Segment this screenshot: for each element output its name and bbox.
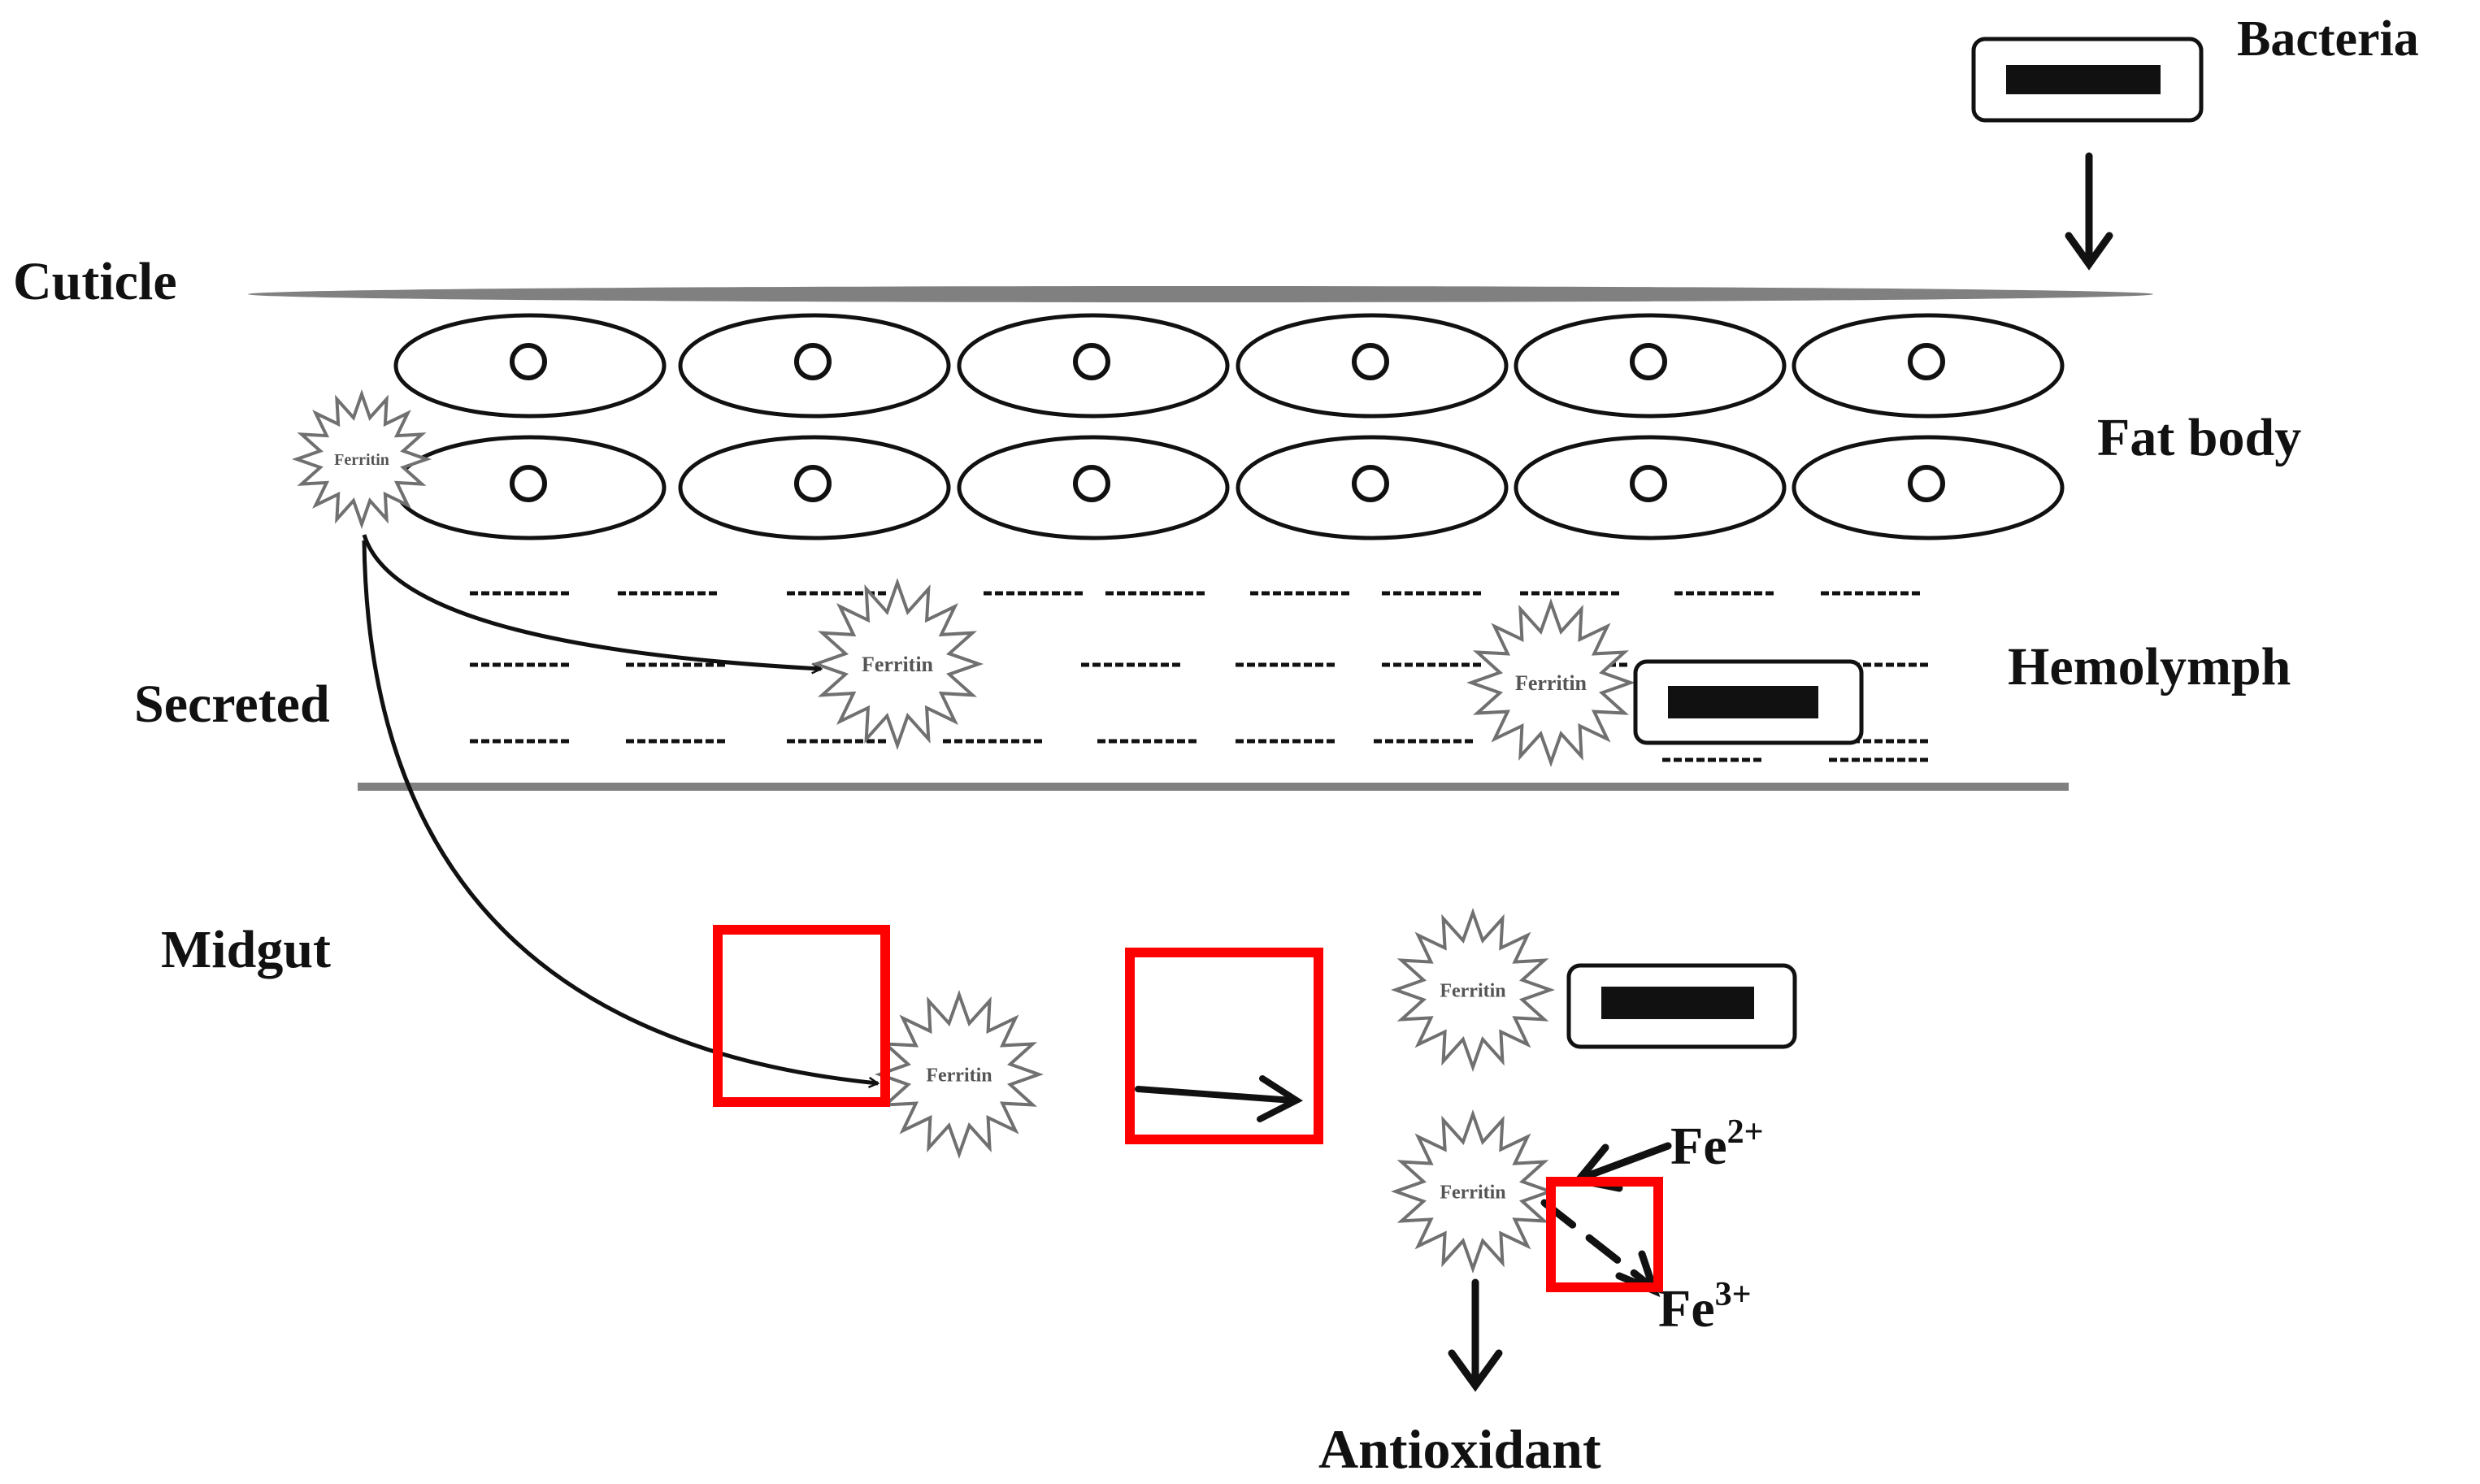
ferritin-group: FerritinFerritinFerritinFerritinFerritin… (291, 388, 1635, 1274)
cuticle-layer (248, 286, 2153, 302)
highlight-box-1 (713, 925, 890, 1107)
ferritin-fat-body: Ferritin (291, 388, 432, 530)
cuticle-label: Cuticle (13, 252, 177, 311)
ferritin-midgut-1: Ferritin (875, 990, 1044, 1159)
fe2-label: Fe2+ (1670, 1113, 1764, 1176)
fat-body-cell (1514, 435, 1787, 540)
antioxidant-arrow (1448, 1278, 1503, 1392)
cell-nucleus (1073, 465, 1110, 502)
cell-nucleus (1630, 343, 1667, 380)
cell-nucleus (1352, 343, 1389, 380)
fat-body-cell (1792, 313, 2065, 419)
midgut-flow-arrow (1135, 1075, 1304, 1122)
antioxidant-label: Antioxidant (1318, 1418, 1601, 1480)
fe2-base: Fe (1670, 1117, 1727, 1176)
secreted-label: Secreted (134, 675, 330, 734)
fe3-base: Fe (1658, 1279, 1715, 1339)
ferritin-midgut-2: Ferritin (1391, 908, 1555, 1072)
fat-body-label: Fat body (2097, 408, 2301, 467)
ferritin-label: Ferritin (1440, 1182, 1505, 1203)
fat-body-cell (678, 435, 951, 540)
hemolymph-label: Hemolymph (2008, 637, 2291, 696)
ferritin-starburst (1466, 598, 1635, 767)
ferritin-label: Ferritin (1515, 671, 1587, 695)
ferritin-label: Ferritin (926, 1065, 992, 1086)
midgut-label: Midgut (161, 920, 331, 979)
ferritin-starburst (875, 990, 1044, 1159)
fat-body-cell (957, 313, 1230, 419)
ferritin-hemolymph-1: Ferritin (810, 577, 984, 751)
ferritin-starburst (1391, 908, 1555, 1072)
cell-nucleus (1908, 465, 1945, 502)
highlight-box-2 (1125, 948, 1323, 1144)
ferritin-midgut-3: Ferritin (1391, 1109, 1555, 1274)
fat-body-cell (393, 435, 667, 540)
fat-body-cell (1514, 313, 1787, 419)
cell-nucleus (1908, 343, 1945, 380)
fat-body-cell (678, 313, 951, 419)
ferritin-label: Ferritin (334, 451, 389, 469)
fat-body-cell (1236, 313, 1509, 419)
cell-nucleus (794, 465, 832, 502)
secretion-arrow-midgut (362, 540, 878, 1083)
highlight-box-3 (1546, 1177, 1663, 1292)
ferritin-label: Ferritin (862, 653, 934, 676)
bacteria-entry-arrow (2065, 152, 2113, 271)
ferritin-hemolymph-2: Ferritin (1466, 598, 1635, 767)
fat-body-cell (393, 313, 667, 419)
highlight-boxes (713, 925, 1663, 1292)
ferritin-starburst (1391, 1109, 1555, 1274)
fat-body-cell (957, 435, 1230, 540)
cell-nucleus (510, 343, 547, 380)
fat-body-cell (1792, 435, 2065, 540)
fe3-sup: 3+ (1715, 1276, 1752, 1313)
cell-nucleus (1352, 465, 1389, 502)
bacteria-hemolymph (1633, 659, 1864, 745)
ferritin-starburst (810, 577, 984, 751)
fat-body-cells (393, 313, 2065, 540)
cell-nucleus (510, 465, 547, 502)
fe2-sup: 2+ (1727, 1113, 1764, 1151)
fe3-label: Fe3+ (1658, 1276, 1752, 1339)
fat-body-cell (1236, 435, 1509, 540)
ferritin-starburst (291, 388, 432, 530)
cell-nucleus (794, 343, 832, 380)
cell-nucleus (1630, 465, 1667, 502)
bacteria-midgut (1566, 963, 1797, 1049)
fe3-oxidation-arrow (1540, 1199, 1661, 1297)
secretion-arrow-hemolymph (362, 534, 821, 669)
bacteria-top (1971, 37, 2204, 123)
cell-nucleus (1073, 343, 1110, 380)
bacteria-label: Bacteria (2237, 11, 2419, 67)
ferritin-label: Ferritin (1440, 980, 1505, 1001)
